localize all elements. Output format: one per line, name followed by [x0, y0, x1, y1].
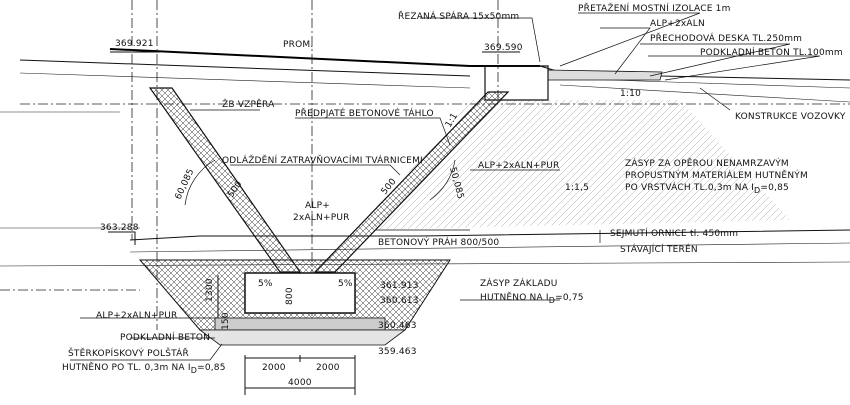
label-sejmuti: SEJMUTÍ ORNICE tl. 450mm [610, 227, 738, 239]
label-zasyp-2: PROPUSTNÝM MATERIÁLEM HUTNĚNÝM [625, 169, 808, 181]
label-alp-2xaln-pur-bot: ALP+2xALN+PUR [96, 311, 178, 321]
gravel-cushion [198, 329, 407, 346]
elev-369590: 369.590 [484, 43, 523, 53]
leaders [70, 12, 821, 361]
elev-360463: 360.463 [378, 321, 417, 331]
label-podkladni-beton-bot: PODKLADNÍ BETON [120, 331, 210, 343]
label-slope-1-10: 1:10 [620, 89, 641, 99]
label-podkladni-beton-top: PODKLADNÍ BETON TL.100mm [700, 46, 843, 58]
label-predpjate-tahlo: PŘEDPJATÉ BETONOVÉ TÁHLO [295, 107, 434, 119]
label-zasyp-zakladu-2: HUTNĚNO NA ID=0,75 [480, 291, 584, 305]
road-surface [0, 48, 850, 113]
label-prom: PROM. [283, 40, 313, 50]
label-sterkopiskovy: ŠTĚRKOPÍSKOVÝ POLŠTÁŘ [68, 347, 189, 359]
elev-359463: 359.463 [378, 347, 417, 357]
label-dim-1300: 1300 [205, 278, 215, 302]
label-dim-800: 800 [285, 287, 295, 305]
transition-slab [547, 69, 663, 81]
label-zasyp-zakladu: ZÁSYP ZÁKLADU [480, 277, 558, 289]
label-dim-150: 150 [221, 312, 231, 330]
label-alp-2xaln-top: ALP+2xALN [650, 19, 705, 29]
angle-arc-right [429, 159, 456, 201]
label-dim-2000-a: 2000 [262, 363, 286, 373]
concrete-sill [244, 272, 356, 314]
label-konstrukce-vozovky: KONSTRUKCE VOZOVKY [735, 112, 846, 122]
label-betonovy-prah: BETONOVÝ PRÁH 800/500 [378, 236, 499, 248]
label-rezana-spara: ŘEZANÁ SPÁRA 15x50mm [398, 10, 519, 22]
label-pretazeni: PŘETAŽENÍ MOSTNÍ IZOLACE 1m [578, 2, 731, 14]
label-pct-left: 5% [258, 279, 273, 289]
label-alp-2xaln-pur-left: 2xALN+PUR [293, 213, 350, 223]
dimension-lines [217, 275, 356, 395]
concrete-strut [148, 87, 302, 273]
subbase-concrete [214, 317, 386, 331]
elev-360613: 360.613 [380, 296, 419, 306]
label-alp-plus: ALP+ [305, 201, 330, 211]
label-odlazdeni: ODLÁŽDĚNÍ ZATRAVŇOVACÍMI TVÁRNICEMI [222, 154, 423, 166]
label-stavajici: STÁVAJÍCÍ TERÉN [620, 243, 698, 255]
label-prechodova-deska: PŘECHODOVÁ DESKA TL.250mm [650, 32, 802, 44]
terrain-lines [0, 227, 850, 291]
label-dim-4000: 4000 [288, 378, 312, 388]
label-angle-60: 60,085 [174, 167, 197, 201]
elev-369921: 369.921 [115, 39, 154, 49]
elev-marker-363288 [108, 231, 136, 245]
label-alp-2xaln-pur-mid: ALP+2xALN+PUR [478, 161, 560, 171]
label-zasyp-1: ZÁSYP ZA OPĚROU NENAMRZAVÝM [625, 157, 789, 169]
elev-361913: 361.913 [380, 281, 419, 291]
label-dim-2000-b: 2000 [316, 363, 340, 373]
label-pct-right: 5% [338, 279, 353, 289]
label-slope-1-15: 1:1,5 [565, 183, 589, 193]
label-hutneno: HUTNĚNO PO TL. 0,3m NA ID=0,85 [62, 361, 226, 375]
elev-363288: 363.288 [100, 223, 139, 233]
label-zasyp-3: PO VRSTVÁCH TL.0,3m NA ID=0,85 [625, 181, 789, 195]
label-zb-vzpera: ŽB VZPĚRA [222, 98, 275, 110]
angle-arc-left [184, 159, 216, 206]
bearing-block [484, 65, 549, 101]
